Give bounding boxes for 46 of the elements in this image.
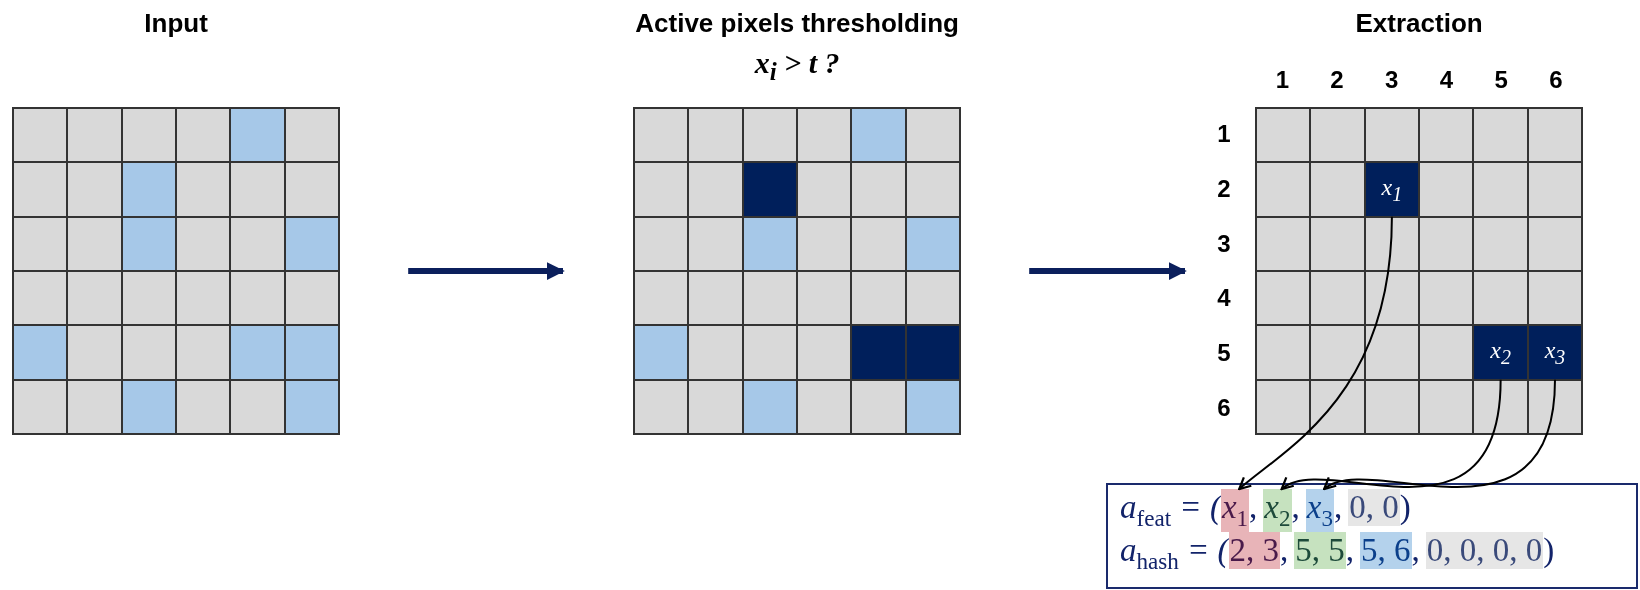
active-pixel-cell	[1364, 162, 1420, 217]
row-number: 4	[1217, 284, 1231, 313]
pixel-value: x$_{1}$	[1381, 173, 1403, 206]
row-number: 6	[1217, 393, 1231, 422]
punctuation: ,	[1249, 489, 1258, 526]
threshold-condition: x$_{i}$ > t ?	[753, 46, 841, 86]
highlighted-entry: 2, 3	[1228, 531, 1281, 569]
vector-name: a$_{feat}$ = (	[1120, 489, 1221, 532]
active-pixel-cell	[1473, 325, 1528, 380]
row-number: 5	[1217, 339, 1231, 368]
highlighted-entry: 0, 0, 0, 0	[1425, 531, 1544, 569]
punctuation: ,	[1291, 489, 1300, 526]
column-number: 1	[1275, 66, 1289, 94]
mapping-arrow	[1280, 378, 1502, 491]
flow-arrow	[1029, 262, 1187, 281]
punctuation: )	[1543, 531, 1555, 569]
column-number: 5	[1494, 66, 1508, 94]
punctuation: ,	[1345, 531, 1355, 569]
pixel-value: x$_{3}$	[1544, 336, 1566, 369]
panel-title: Extraction	[1354, 8, 1484, 39]
vector-name: a$_{hash}$ = (	[1120, 531, 1229, 575]
punctuation: )	[1399, 489, 1411, 526]
highlighted-entry: x$_{3}$	[1305, 489, 1334, 532]
panel-title: Input	[143, 8, 209, 39]
mapping-arrow	[1238, 215, 1393, 491]
highlighted-entry: 5, 5	[1294, 531, 1346, 569]
active-pixel-cell	[1527, 325, 1583, 380]
punctuation: ,	[1280, 531, 1289, 569]
punctuation: ,	[1334, 489, 1343, 526]
highlighted-entry: x$_{1}$	[1220, 489, 1250, 532]
pixel-value: x$_{2}$	[1490, 336, 1511, 369]
highlighted-entry: 5, 6	[1360, 531, 1412, 569]
column-number: 6	[1549, 66, 1563, 94]
row-number: 2	[1217, 175, 1231, 204]
column-number: 3	[1385, 66, 1399, 94]
flow-arrow	[408, 262, 565, 281]
formula-panel	[1106, 483, 1638, 589]
row-number: 1	[1217, 120, 1231, 149]
panel-title: Active pixels thresholding	[634, 8, 960, 39]
column-number: 4	[1439, 66, 1454, 94]
column-number: 2	[1330, 66, 1344, 94]
highlighted-entry: 0, 0	[1348, 489, 1400, 526]
punctuation: ,	[1411, 531, 1420, 569]
mapping-arrow	[1323, 378, 1556, 491]
row-number: 3	[1217, 229, 1231, 258]
highlighted-entry: x$_{2}$	[1263, 489, 1292, 532]
